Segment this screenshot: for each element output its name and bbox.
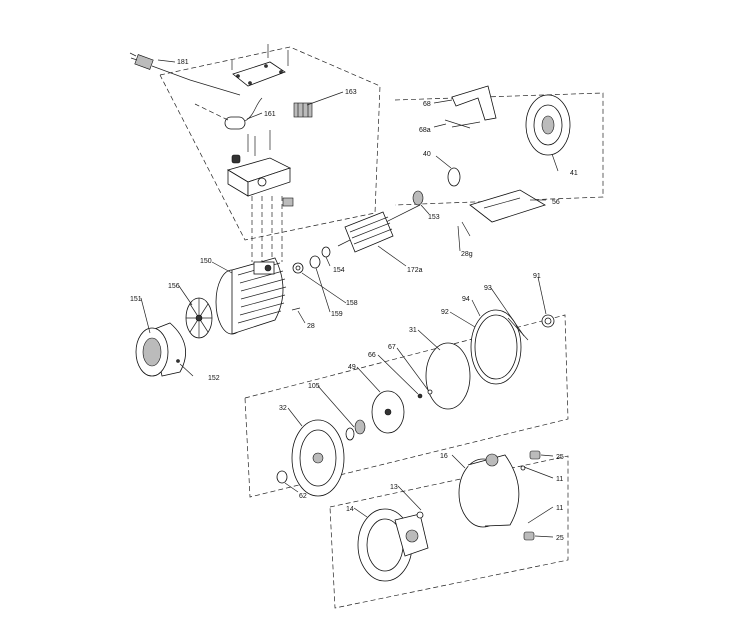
suction-cover <box>357 508 429 582</box>
callout-92: 92 <box>441 309 449 316</box>
impeller <box>371 390 405 434</box>
callout-151: 151 <box>130 296 142 303</box>
callout-163: 163 <box>345 89 357 96</box>
callout-68: 68 <box>423 101 431 108</box>
plug-25 <box>523 450 541 541</box>
seal-plate <box>291 419 345 497</box>
callout-16: 16 <box>440 453 448 460</box>
callout-152: 152 <box>208 375 220 382</box>
callout-25-bottom: 25 <box>556 535 564 542</box>
motor-side-parts <box>291 246 331 311</box>
callout-159: 159 <box>331 311 343 318</box>
nut-91 <box>541 314 555 328</box>
callout-28: 28 <box>307 323 315 330</box>
callout-40: 40 <box>423 151 431 158</box>
fan-cover <box>135 322 187 377</box>
fan <box>185 297 213 339</box>
bracket <box>444 85 497 129</box>
callout-labels: 181 163 161 150 151 156 152 28 159 158 1… <box>130 59 578 542</box>
terminal-box-base <box>227 130 294 207</box>
callout-13: 13 <box>390 484 398 491</box>
o-ring <box>447 167 461 187</box>
callout-49: 49 <box>348 364 356 371</box>
terminal-block <box>293 102 313 118</box>
callout-68a: 68a <box>419 127 431 134</box>
callout-31: 31 <box>409 327 417 334</box>
callout-153: 153 <box>428 214 440 221</box>
callout-105: 105 <box>308 383 320 390</box>
assembly-guide-lines <box>194 103 283 262</box>
callout-161: 161 <box>264 111 276 118</box>
clamp-ring <box>470 309 529 385</box>
callout-41: 41 <box>570 170 578 177</box>
callout-93: 93 <box>484 285 492 292</box>
callout-156: 156 <box>168 283 180 290</box>
callout-11-bottom: 11 <box>556 505 563 512</box>
terminal-box-cover <box>231 44 289 87</box>
callout-158: 158 <box>346 300 358 307</box>
motor-housing <box>215 257 287 335</box>
callout-67: 67 <box>388 344 396 351</box>
callout-56: 56 <box>552 199 560 206</box>
washer-62 <box>276 470 288 484</box>
callout-94: 94 <box>462 296 470 303</box>
callout-11-top: 11 <box>556 476 563 483</box>
callout-32: 32 <box>279 405 287 412</box>
rotor <box>337 190 424 253</box>
callout-14: 14 <box>346 506 354 513</box>
leader-lines <box>140 59 559 538</box>
callout-172a: 172a <box>407 267 423 274</box>
callout-28g: 28g <box>461 251 473 258</box>
callout-66: 66 <box>368 352 376 359</box>
callout-62: 62 <box>299 493 307 500</box>
power-cord <box>129 52 241 96</box>
pump-housing <box>458 453 526 528</box>
shaft-seal <box>345 389 433 441</box>
capacitor <box>224 97 263 130</box>
callout-181: 181 <box>177 59 189 66</box>
end-shield <box>525 94 571 156</box>
base-plate <box>461 189 546 237</box>
callout-91: 91 <box>533 273 541 280</box>
callout-154: 154 <box>333 267 345 274</box>
callout-150: 150 <box>200 258 212 265</box>
callout-25-top: 25 <box>556 454 564 461</box>
o-ring-31 <box>425 342 471 410</box>
